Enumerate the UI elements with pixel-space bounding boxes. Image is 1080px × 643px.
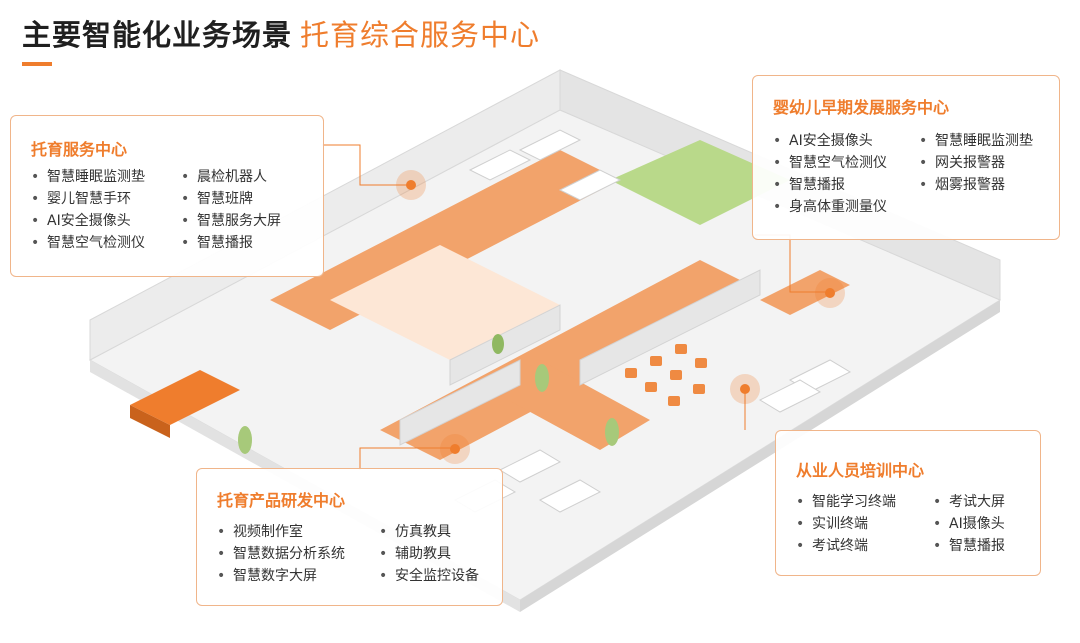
- list-item: 考试终端: [794, 535, 896, 557]
- panel-rnd-list-2: 仿真教具 辅助教具 安全监控设备: [377, 521, 479, 587]
- list-item: 智慧班牌: [179, 188, 281, 210]
- list-item: AI安全摄像头: [29, 210, 145, 232]
- panel-training-list-2: 考试大屏 AI摄像头 智慧播报: [931, 491, 1005, 557]
- reception-desk: [130, 370, 240, 425]
- title-underline: [22, 62, 52, 66]
- panel-childcare-service: 托育服务中心 智慧睡眠监测垫 婴儿智慧手环 AI安全摄像头 智慧空气检测仪 晨检…: [10, 115, 324, 277]
- list-item: 智慧空气检测仪: [771, 152, 887, 174]
- corridor-cross: [380, 260, 760, 460]
- list-item: 智慧数字大屏: [215, 565, 345, 587]
- list-item: 安全监控设备: [377, 565, 479, 587]
- page-title-sub: 托育综合服务中心: [300, 18, 541, 52]
- plants: [238, 334, 619, 454]
- list-item: 实训终端: [794, 513, 896, 535]
- reception-desk-side: [130, 405, 170, 438]
- list-item: 智慧播报: [771, 174, 887, 196]
- connector-rnd: [359, 447, 455, 470]
- panel-rnd-heading: 托育产品研发中心: [217, 491, 346, 510]
- list-item: 身高体重测量仪: [771, 196, 887, 218]
- panel-infant-list-2: 智慧睡眠监测垫 网关报警器 烟雾报警器: [917, 130, 1033, 196]
- list-item: 仿真教具: [377, 521, 479, 543]
- panel-infant-heading: 婴幼儿早期发展服务中心: [773, 98, 950, 117]
- play-area-floor: [610, 140, 790, 225]
- panel-training-list-1: 智能学习终端 实训终端 考试终端: [794, 491, 896, 557]
- list-item: 辅助教具: [377, 543, 479, 565]
- panel-infant-development: 婴幼儿早期发展服务中心 AI安全摄像头 智慧空气检测仪 智慧播报 身高体重测量仪…: [752, 75, 1060, 240]
- panel-rnd-list-1: 视频制作室 智慧数据分析系统 智慧数字大屏: [215, 521, 345, 587]
- list-item: 晨检机器人: [179, 166, 281, 188]
- bunk-beds: [468, 129, 622, 201]
- list-item: 视频制作室: [215, 521, 345, 543]
- list-item: 智慧睡眠监测垫: [29, 166, 145, 188]
- list-item: 智慧播报: [179, 232, 281, 254]
- list-item: 智能学习终端: [794, 491, 896, 513]
- training-chairs: [625, 344, 707, 406]
- partition-wall-3: [399, 359, 521, 446]
- panel-training-heading: 从业人员培训中心: [796, 461, 925, 480]
- corridor-main: [270, 150, 620, 330]
- partition-wall-1: [449, 304, 561, 386]
- panel-infant-list-1: AI安全摄像头 智慧空气检测仪 智慧播报 身高体重测量仪: [771, 130, 887, 218]
- hub-marker-rnd: [440, 434, 470, 464]
- list-item: 烟雾报警器: [917, 174, 1033, 196]
- panel-staff-training: 从业人员培训中心 智能学习终端 实训终端 考试终端 考试大屏 AI摄像头 智慧播…: [775, 430, 1041, 576]
- list-item: 婴儿智慧手环: [29, 188, 145, 210]
- classroom-floor: [330, 245, 560, 360]
- floor-slab-edge-right: [520, 300, 1000, 612]
- panel-childcare-list-1: 智慧睡眠监测垫 婴儿智慧手环 AI安全摄像头 智慧空气检测仪: [29, 166, 145, 254]
- connector-childcare: [322, 144, 408, 186]
- page-title: 主要智能化业务场景托育综合服务中心: [22, 12, 540, 54]
- panel-childcare-list-2: 晨检机器人 智慧班牌 智慧服务大屏 智慧播报: [179, 166, 281, 254]
- hub-marker-infant: [815, 278, 845, 308]
- list-item: 网关报警器: [917, 152, 1033, 174]
- list-item: AI安全摄像头: [771, 130, 887, 152]
- page-title-main: 主要智能化业务场景: [22, 18, 293, 52]
- list-item: 智慧服务大屏: [179, 210, 281, 232]
- hub-marker-training: [730, 374, 760, 404]
- partition-wall-2: [579, 269, 761, 386]
- hub-marker-childcare: [396, 170, 426, 200]
- panel-childcare-heading: 托育服务中心: [31, 140, 128, 159]
- list-item: 智慧空气检测仪: [29, 232, 145, 254]
- list-item: 智慧睡眠监测垫: [917, 130, 1033, 152]
- list-item: AI摄像头: [931, 513, 1005, 535]
- panel-product-rnd: 托育产品研发中心 视频制作室 智慧数据分析系统 智慧数字大屏 仿真教具 辅助教具…: [196, 468, 503, 606]
- list-item: 考试大屏: [931, 491, 1005, 513]
- list-item: 智慧数据分析系统: [215, 543, 345, 565]
- list-item: 智慧播报: [931, 535, 1005, 557]
